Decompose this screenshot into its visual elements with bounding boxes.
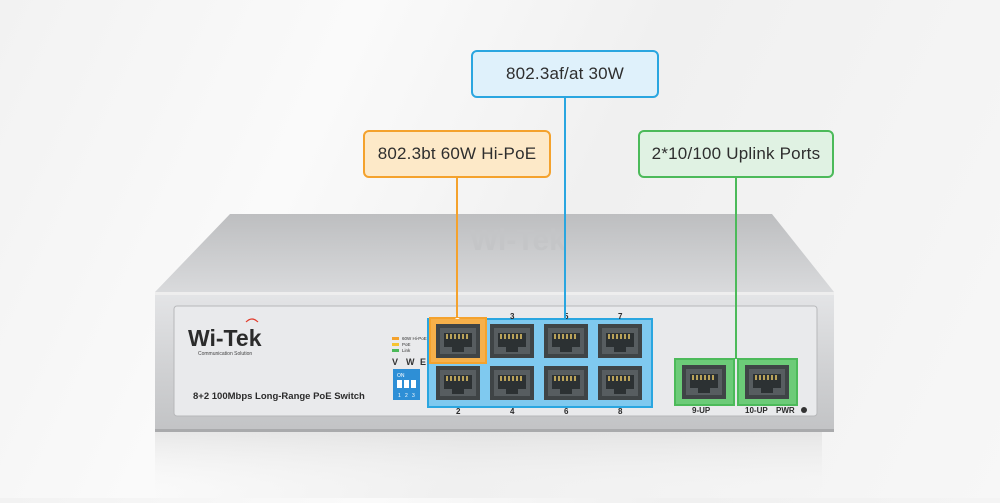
port-3[interactable] xyxy=(490,324,534,358)
legend-link-led xyxy=(392,349,399,352)
model-label: 8+2 100Mbps Long-Range PoE Switch xyxy=(193,391,365,402)
power-led xyxy=(801,407,807,413)
uplink-label-9: 9-UP xyxy=(692,406,711,415)
dip-number-1: 1 xyxy=(398,393,401,399)
legend-hipoe-text: 60W Hi-PoE xyxy=(402,336,427,341)
legend-poe-led xyxy=(392,343,399,346)
port-9-uplink[interactable] xyxy=(682,365,726,399)
port-7[interactable] xyxy=(598,324,642,358)
brand-tagline: Communication Solution xyxy=(198,351,252,357)
dip-letter-e: E xyxy=(420,357,426,367)
pwr-label: PWR xyxy=(776,406,795,415)
port-4[interactable] xyxy=(490,366,534,400)
port-2[interactable] xyxy=(436,366,480,400)
port-1[interactable] xyxy=(436,324,480,358)
uplink-callout: 2*10/100 Uplink Ports xyxy=(638,130,834,178)
legend-hipoe-led xyxy=(392,337,399,340)
port-8[interactable] xyxy=(598,366,642,400)
legend-poe-text: PoE xyxy=(402,342,411,347)
uplink-label-10: 10-UP xyxy=(745,406,768,415)
dip-number-2: 2 xyxy=(405,393,408,399)
port-6[interactable] xyxy=(544,366,588,400)
port-10-uplink[interactable] xyxy=(745,365,789,399)
port-label-8: 8 xyxy=(618,407,623,416)
port-label-5: 5 xyxy=(564,312,569,321)
wifi-signal-icon xyxy=(245,318,259,323)
port-label-2: 2 xyxy=(456,407,461,416)
port-label-6: 6 xyxy=(564,407,569,416)
embossed-logo: Wi-Tek xyxy=(470,224,566,257)
dip-letter-v: V xyxy=(392,357,398,367)
poe-callout: 802.3af/at 30W xyxy=(471,50,659,98)
legend-link-text: Link xyxy=(402,348,411,353)
port-label-3: 3 xyxy=(510,312,515,321)
chassis-top xyxy=(155,214,834,292)
brand-logo: Wi-Tek xyxy=(188,325,262,351)
dip-letter-w: W xyxy=(406,357,415,367)
hipoe-callout: 802.3bt 60W Hi-PoE xyxy=(363,130,551,178)
port-label-4: 4 xyxy=(510,407,515,416)
port-label-7: 7 xyxy=(618,312,623,321)
dip-on-label: ON xyxy=(397,373,405,379)
port-5[interactable] xyxy=(544,324,588,358)
dip-number-3: 3 xyxy=(412,393,415,399)
